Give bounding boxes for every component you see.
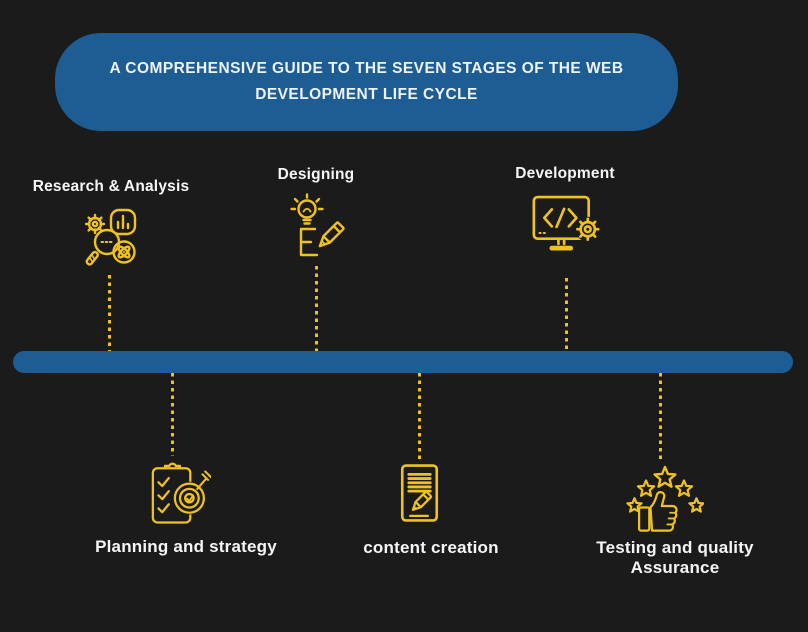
stage-label-testing-qa: Testing and quality Assurance xyxy=(596,538,754,577)
content-creation-icon xyxy=(400,464,439,522)
planning-strategy-icon xyxy=(151,462,211,524)
connector-dotted-line xyxy=(108,275,111,352)
development-icon xyxy=(532,195,601,251)
timeline-bar xyxy=(13,351,793,373)
stage-label-development: Development xyxy=(515,165,615,182)
connector-dotted-line xyxy=(418,373,421,460)
designing-icon xyxy=(290,193,345,257)
stage-label-planning-strategy: Planning and strategy xyxy=(95,537,277,556)
stage-label-content-creation: content creation xyxy=(363,538,499,557)
connector-dotted-line xyxy=(171,373,174,456)
research-analysis-icon xyxy=(84,208,137,266)
page-title-line1: A COMPREHENSIVE GUIDE TO THE SEVEN STAGE… xyxy=(109,60,624,77)
stage-label-research-analysis: Research & Analysis xyxy=(32,178,190,195)
title-banner: A COMPREHENSIVE GUIDE TO THE SEVEN STAGE… xyxy=(55,33,678,131)
connector-dotted-line xyxy=(315,266,318,352)
connector-dotted-line xyxy=(659,373,662,462)
stage-label-designing: Designing xyxy=(277,166,355,183)
page-title-line2: DEVELOPMENT LIFE CYCLE xyxy=(255,86,478,103)
testing-qa-icon xyxy=(626,465,704,532)
connector-dotted-line xyxy=(565,278,568,352)
